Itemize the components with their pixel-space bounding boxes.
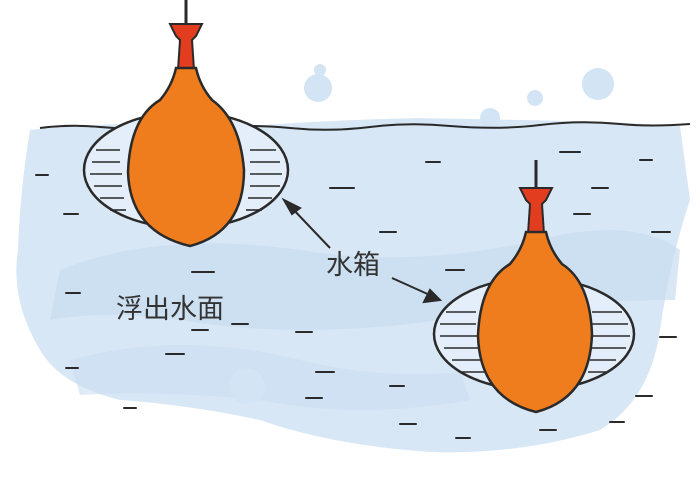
water-tank-label: 水箱 [326,250,380,281]
buoy-body-right [476,230,594,414]
tank-arrows [281,197,443,304]
arrow-to-left-tank [289,205,331,249]
buoy-body-left [126,66,246,248]
buoy-cap-left [168,23,204,71]
water-dashes [35,151,677,439]
submerged-buoy [432,160,636,414]
floating-buoy [82,0,290,248]
float-out-label: 浮出水面 [116,294,224,325]
arrow-to-right-tank [391,277,433,297]
